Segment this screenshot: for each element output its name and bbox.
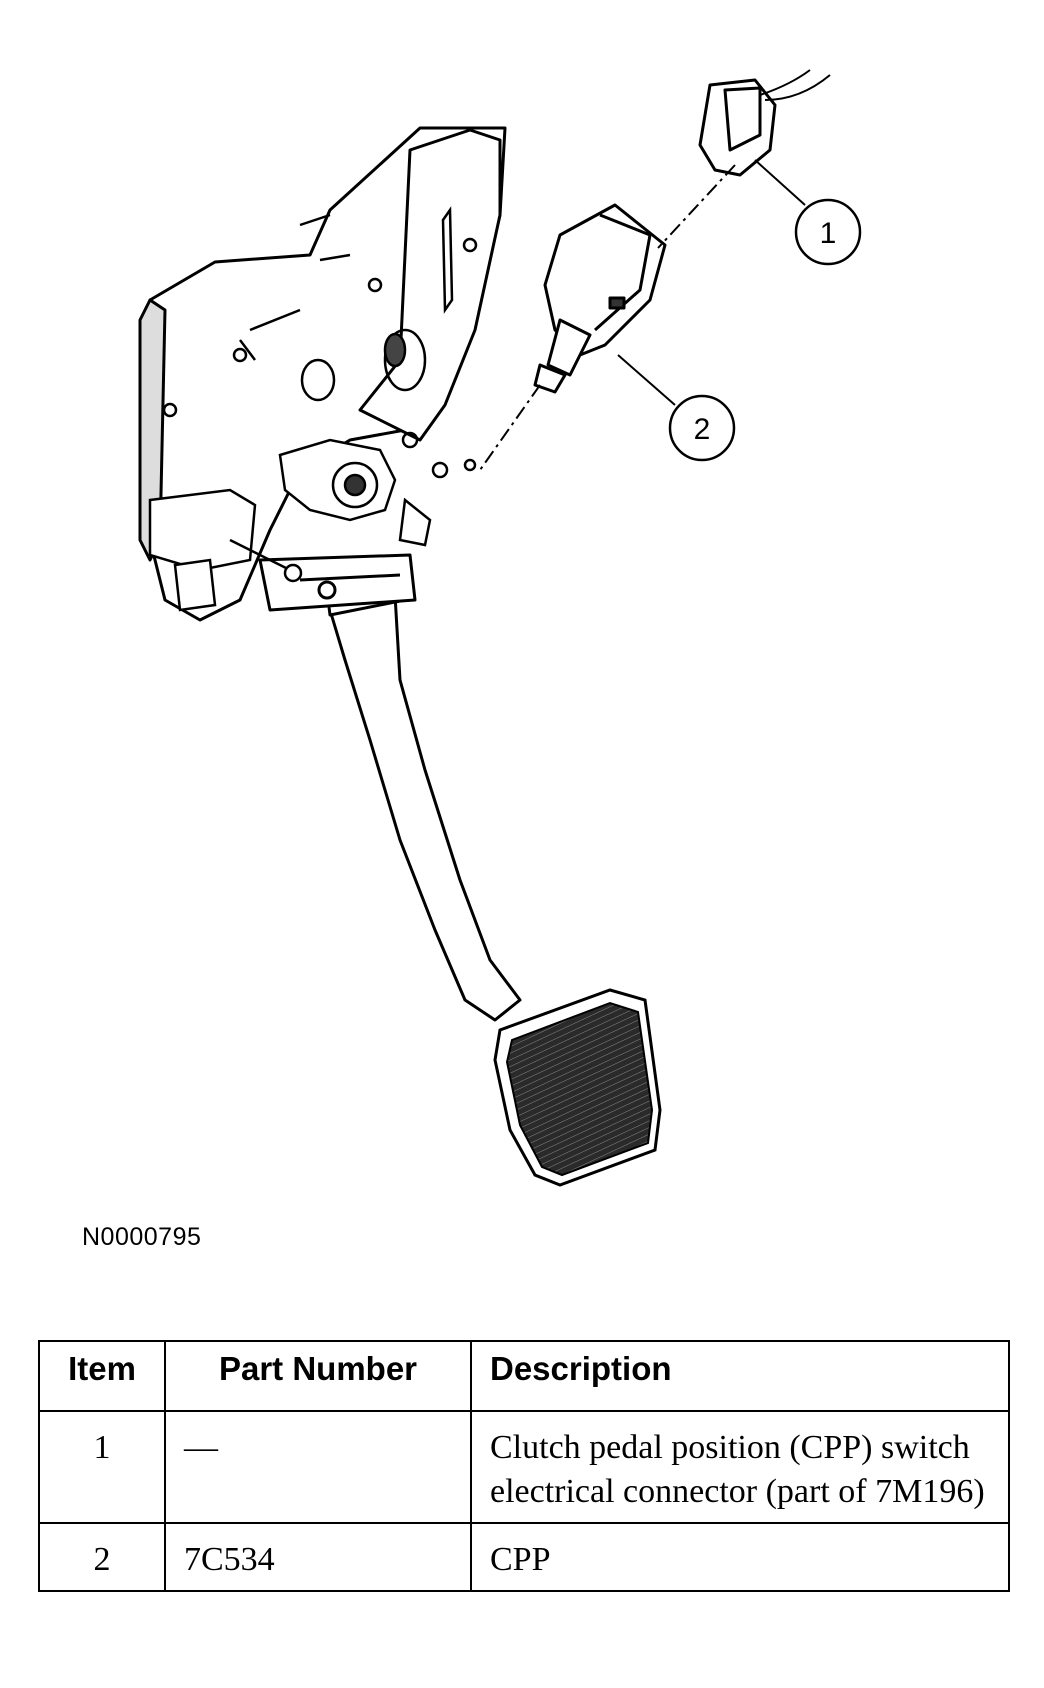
- cpp-switch-left: [148, 488, 303, 612]
- cell-description: Clutch pedal position (CPP) switch elect…: [470, 1410, 1010, 1524]
- header-part-number: Part Number: [164, 1340, 472, 1412]
- callout-2-label: 2: [694, 413, 711, 446]
- clutch-pedal-illustration: 1 2: [138, 69, 862, 1187]
- bracket-details: [162, 206, 478, 479]
- leader-lines: [479, 159, 806, 471]
- header-item: Item: [38, 1340, 166, 1412]
- cell-part-number: 7C534: [164, 1522, 472, 1592]
- cpp-switch-connector: [698, 69, 831, 177]
- table-row: 1 — Clutch pedal position (CPP) switch e…: [38, 1410, 1010, 1524]
- callout-1: 1: [794, 198, 862, 266]
- callout-1-label: 1: [820, 217, 837, 250]
- figure-id: N0000795: [82, 1223, 202, 1251]
- cpp-switch: [533, 203, 667, 394]
- parts-table: Item Part Number Description 1 — Clutch …: [38, 1340, 1010, 1592]
- cell-item: 1: [38, 1410, 166, 1524]
- callout-2: 2: [668, 394, 736, 462]
- cell-item: 2: [38, 1522, 166, 1592]
- pedal-pad: [493, 988, 662, 1187]
- cell-part-number: —: [164, 1410, 472, 1524]
- pivot-assembly: [278, 438, 432, 547]
- header-description: Description: [470, 1340, 1010, 1412]
- clutch-pedal-arm: [258, 553, 522, 1022]
- table-header-row: Item Part Number Description: [38, 1340, 1010, 1412]
- table-row: 2 7C534 CPP: [38, 1522, 1010, 1592]
- cell-description: CPP: [470, 1522, 1010, 1592]
